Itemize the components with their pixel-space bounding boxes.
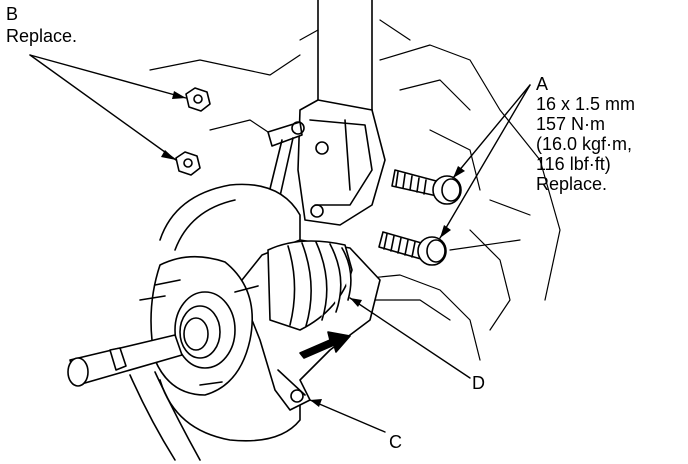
- callout-b-letter: B: [6, 4, 19, 24]
- callout-a-line: (16.0 kgf·m,: [536, 134, 633, 154]
- callout-d-letter: D: [472, 373, 485, 393]
- lower-arm: [129, 371, 201, 461]
- drive-shaft: [67, 334, 183, 387]
- strut-tube: [317, 0, 373, 114]
- callout-b-note: Replace.: [6, 26, 78, 46]
- callout-a-line: Replace.: [536, 174, 608, 194]
- bolt-upper: [391, 169, 462, 205]
- wheel-hub: [139, 255, 259, 396]
- cv-boot: [267, 240, 353, 331]
- leader-lines: [29, 54, 531, 433]
- callout-a-line: 16 x 1.5 mm: [536, 94, 636, 114]
- direction-arrow: [299, 331, 351, 359]
- callout-c-letter: C: [389, 432, 402, 452]
- callout-a-line: 157 N·m: [536, 114, 606, 134]
- nut-upper: [185, 87, 211, 112]
- bolt-lower: [378, 231, 447, 266]
- callout-a-line: 116 lbf·ft): [536, 154, 611, 174]
- nut-lower: [175, 151, 201, 176]
- callout-a-block: A 16 x 1.5 mm 157 N·m (16.0 kgf·m, 116 l…: [536, 74, 635, 194]
- callout-a-letter: A: [536, 74, 549, 94]
- strut-bracket: [297, 99, 386, 226]
- leader-arrowheads: [161, 91, 465, 407]
- body-frame-background: [149, 19, 561, 361]
